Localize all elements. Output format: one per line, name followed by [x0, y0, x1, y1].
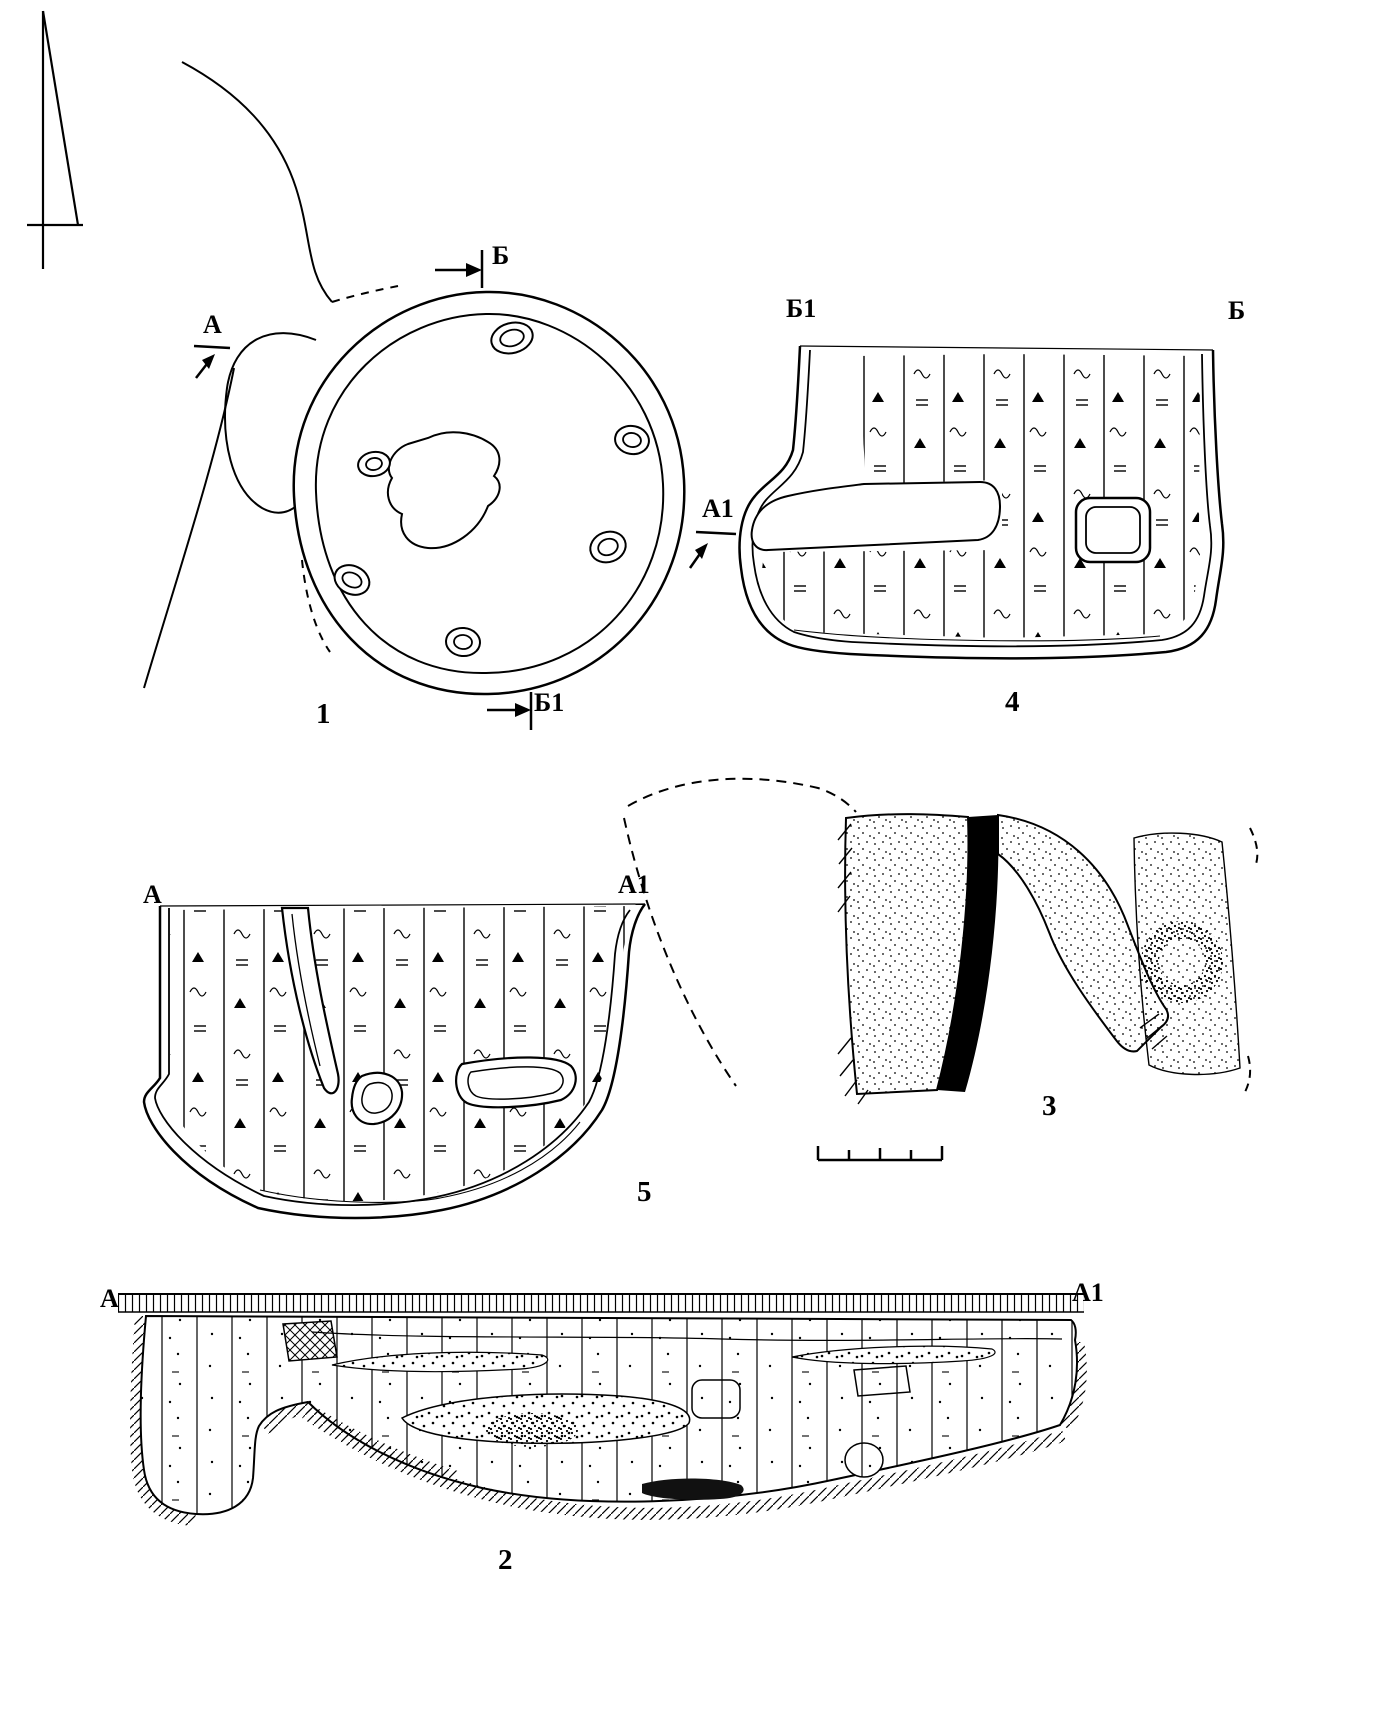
plan-pits: [333, 321, 650, 658]
section2-label-left: А: [100, 1284, 119, 1313]
plan-section-markers: [193, 250, 737, 730]
plan-label-right: А1: [702, 494, 734, 523]
section5-label-left: А: [143, 880, 162, 909]
scale-bar: [816, 1146, 944, 1162]
plan-number: 1: [316, 698, 331, 730]
plan-label-bottom: Б1: [534, 688, 565, 717]
plan-label-top: Б: [492, 241, 510, 270]
section2-label-right: А1: [1072, 1278, 1104, 1307]
fragment-drawing: [623, 777, 1259, 1162]
section4-label-right: Б: [1228, 296, 1246, 325]
section-5-drawing: [142, 903, 646, 1220]
section4-number: 4: [1005, 686, 1020, 718]
plan-label-left: А: [203, 310, 222, 339]
fragment-number: 3: [1042, 1090, 1057, 1122]
break-hatching: [837, 823, 1168, 1105]
section4-label-left: Б1: [786, 294, 817, 323]
north-arrow-icon: [27, 10, 83, 269]
plan-drawing: [143, 61, 737, 730]
section5-label-right: А1: [618, 870, 650, 899]
section-2-drawing: [118, 1293, 1087, 1526]
section5-number: 5: [637, 1176, 652, 1208]
section2-number: 2: [498, 1544, 513, 1576]
section-4-drawing: [738, 345, 1225, 660]
